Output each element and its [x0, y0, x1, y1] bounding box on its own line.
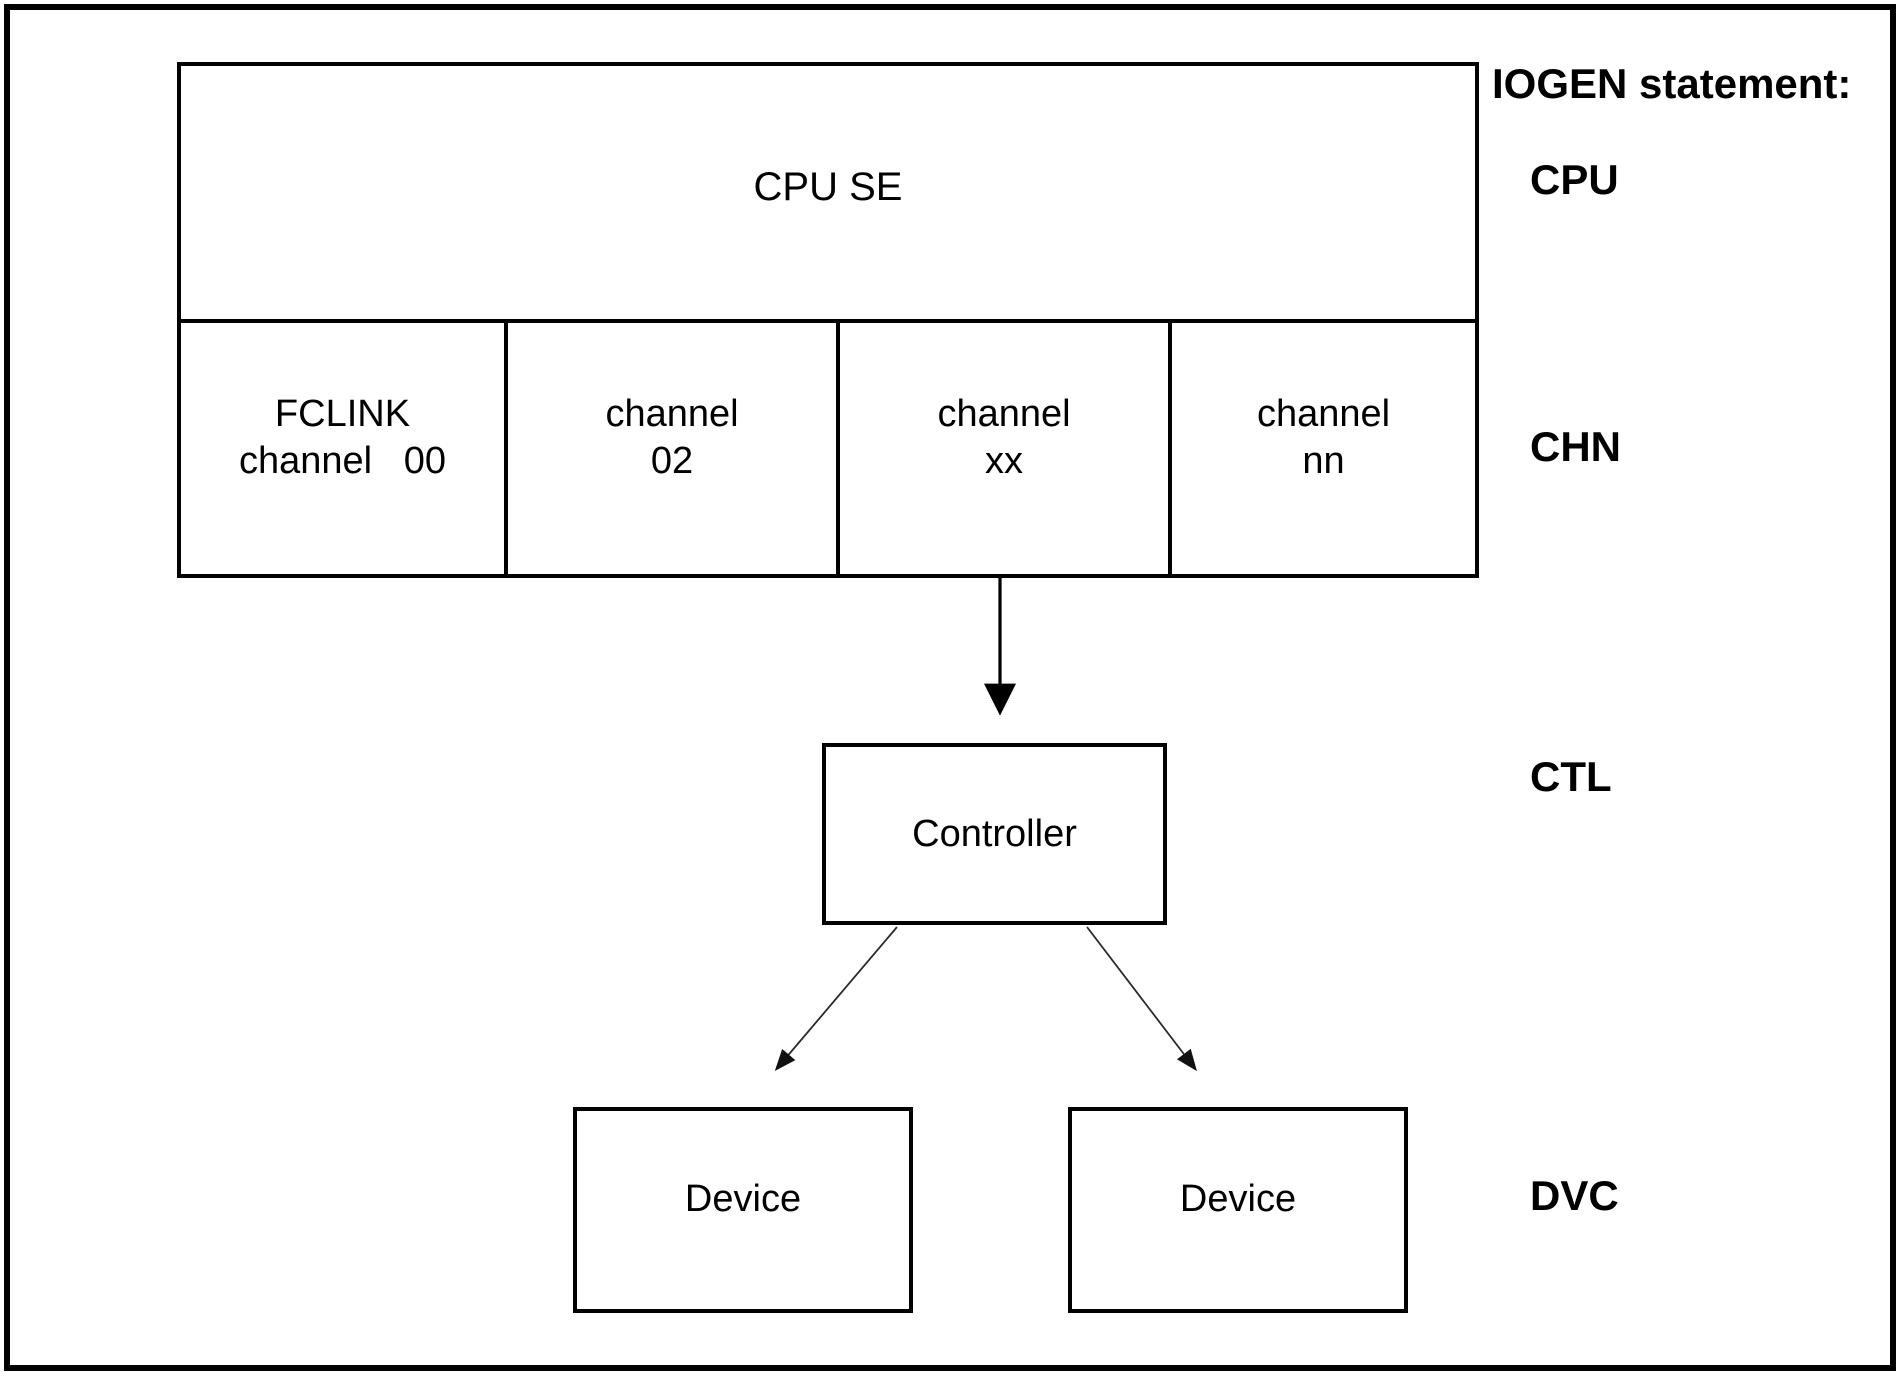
channel-label: channel 02	[605, 393, 739, 482]
device-box-left: Device	[573, 1107, 913, 1313]
device-box-right: Device	[1068, 1107, 1408, 1313]
cpu-se-box: CPU SE	[177, 62, 1479, 319]
channel-cell-fclink-00: FCLINK channel 00	[181, 323, 508, 574]
iogen-label-ctl: CTL	[1530, 753, 1612, 800]
cpu-se-label: CPU SE	[753, 165, 903, 209]
outer-border	[4, 4, 1896, 1371]
device-label: Device	[1179, 1177, 1297, 1220]
iogen-label-cpu: CPU	[1530, 156, 1619, 203]
controller-box: Controller	[822, 743, 1167, 925]
channel-cell-xx: channel xx	[840, 323, 1172, 574]
iogen-label-dvc: DVC	[1530, 1172, 1619, 1219]
channel-cell-02: channel 02	[508, 323, 840, 574]
channel-label: channel nn	[1256, 393, 1391, 482]
channel-label: FCLINK channel 00	[238, 393, 447, 482]
iogen-label-chn: CHN	[1530, 423, 1621, 470]
channel-cell-nn: channel nn	[1172, 323, 1475, 574]
controller-label: Controller	[912, 812, 1077, 855]
device-label: Device	[684, 1177, 802, 1220]
channel-row: FCLINK channel 00 channel 02 channel xx …	[177, 319, 1479, 578]
channel-label: channel xx	[937, 393, 1071, 482]
iogen-statement-heading: IOGEN statement:	[1492, 60, 1852, 107]
